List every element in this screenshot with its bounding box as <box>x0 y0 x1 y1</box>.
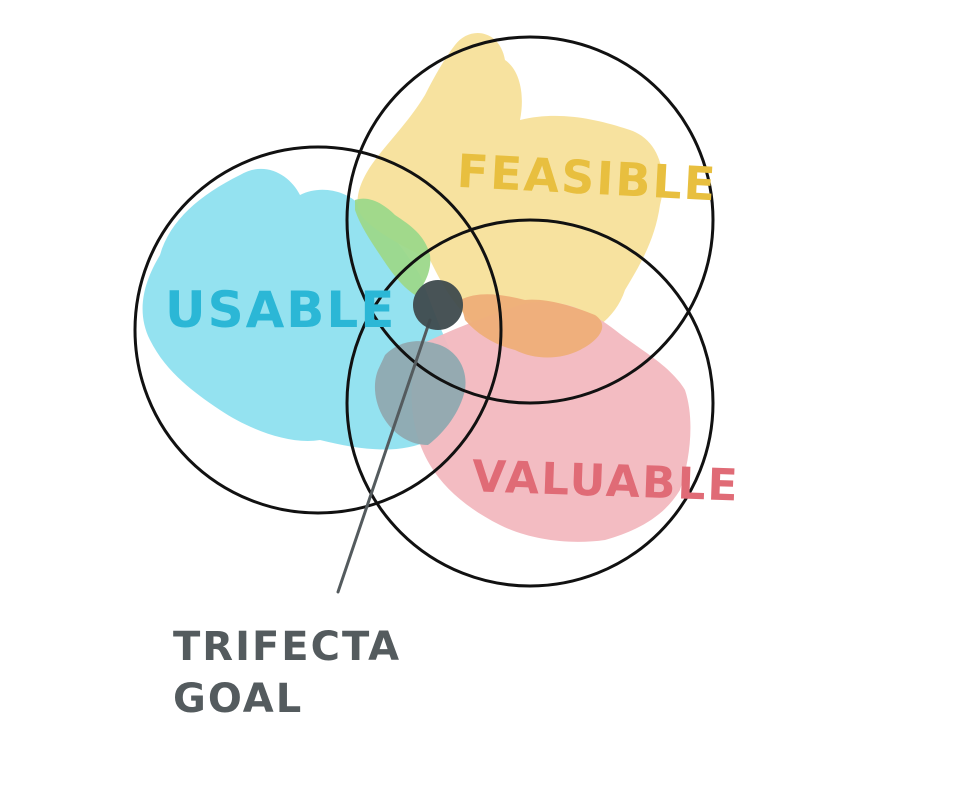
feasible-circle <box>345 35 715 405</box>
valuable-label: VALUABLE <box>471 451 740 511</box>
valuable-blob <box>411 301 691 542</box>
feasible-valuable-overlap <box>460 294 603 358</box>
goal-pointer-line <box>336 318 432 594</box>
valuable-circle <box>345 218 715 588</box>
goal-label-line2: GOAL <box>173 676 303 722</box>
goal-label-line1: TRIFECTA <box>173 624 401 670</box>
usable-feasible-overlap <box>355 198 431 295</box>
goal-dot <box>413 280 463 330</box>
usable-circle <box>133 145 503 515</box>
feasible-blob <box>357 33 663 347</box>
usable-label: USABLE <box>165 281 396 339</box>
